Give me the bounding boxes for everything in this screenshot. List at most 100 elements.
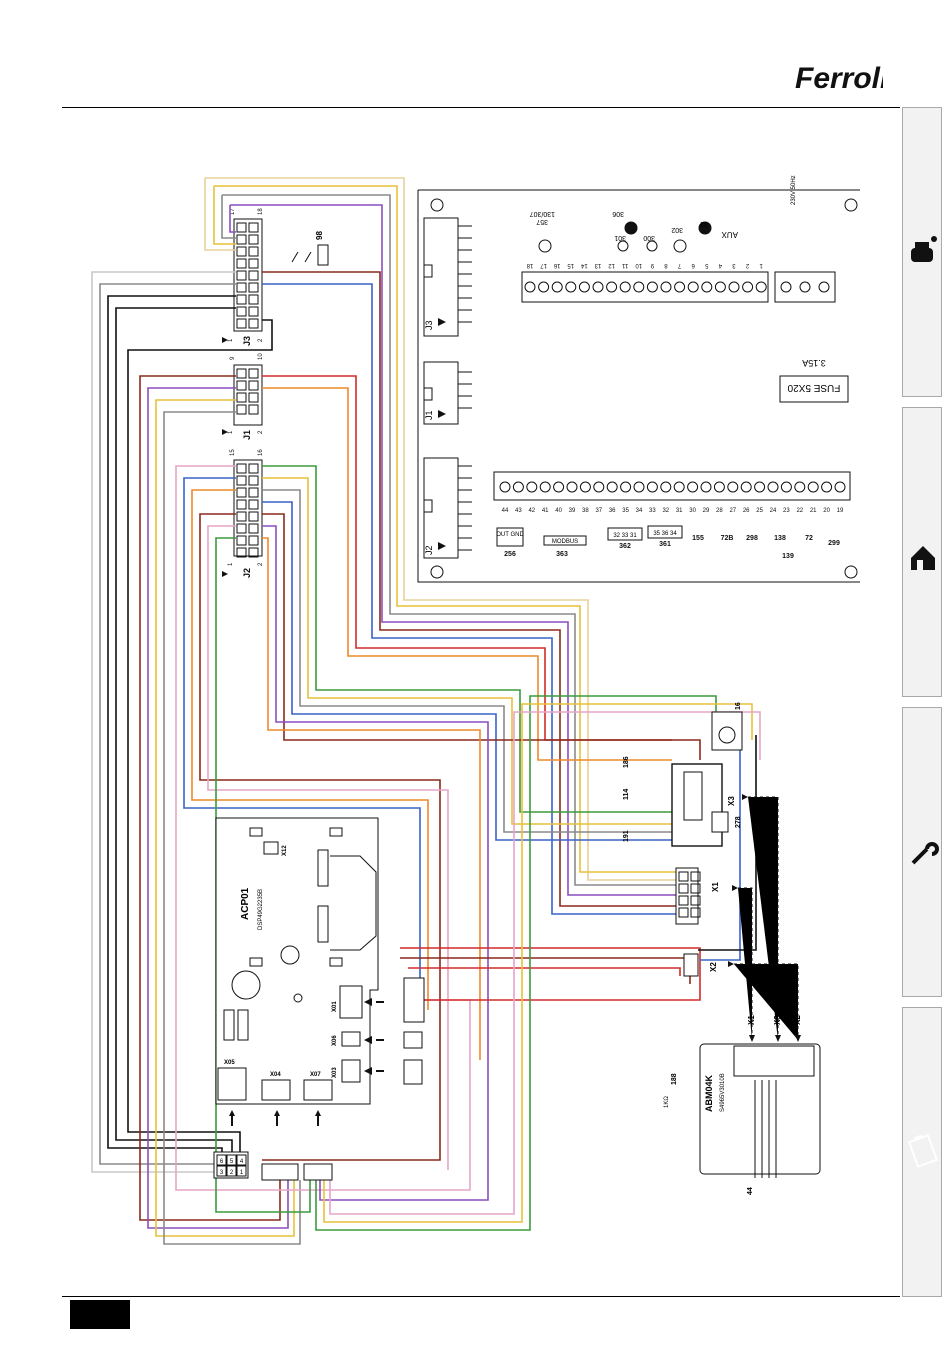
wire-yellow (155, 399, 295, 1237)
x3-label: X3 (727, 796, 736, 806)
wire-black (107, 295, 236, 1154)
j1-pins-pin (248, 392, 259, 403)
page-number-block (70, 1300, 130, 1329)
footer-rule (62, 1296, 900, 1297)
x1-pins-pin (690, 895, 701, 906)
terminal-top-4-label: 4 (718, 262, 722, 268)
acp01-code-label: DSP49G2235B (258, 889, 264, 930)
j3-pins-pin (236, 282, 247, 293)
header-rule (62, 107, 900, 108)
tab-installation-section[interactable] (902, 407, 942, 697)
j2-pins-pin (236, 499, 247, 510)
terminal-bottom-37 (593, 481, 605, 493)
wire-beige (204, 177, 680, 881)
wire-grey (221, 194, 680, 886)
terminal-top-3-label: 3 (732, 262, 736, 268)
j1-pins-pin (236, 392, 247, 403)
conn6-cell-4 (236, 1154, 247, 1166)
terminal-bottom-21-label: 21 (810, 508, 817, 514)
wire-green (262, 465, 672, 813)
comp-301-label: 301 (614, 234, 626, 241)
terminal-bottom-20-label: 20 (823, 508, 830, 514)
code-72-label: 72 (805, 535, 813, 542)
terminal-top-10 (633, 281, 645, 293)
terminal-bottom-30 (687, 481, 699, 493)
j3-pins-pin (236, 318, 247, 329)
j1-pins-pin (236, 368, 247, 379)
comp-278-label: 278 (735, 816, 742, 828)
out-gnd-label: OUT GND (496, 532, 524, 538)
j2-pin1-label: 1 (228, 562, 234, 566)
terminal-bottom-26-label: 26 (743, 508, 750, 514)
terminal-bottom-22-label: 22 (796, 508, 803, 514)
j2-pins-pin (236, 523, 247, 534)
terminal-top-6 (687, 281, 699, 293)
tab-user-section[interactable] (902, 107, 942, 397)
conn6-cell-6-label: 6 (220, 1159, 224, 1165)
term-361-label: 35 36 34 (653, 531, 677, 537)
j3-pins-pin (248, 306, 259, 317)
terminal-bottom-40-label: 40 (555, 508, 562, 514)
board-j3-label: J3 (424, 320, 434, 330)
terminal-bottom-27 (727, 481, 739, 493)
j3-pin2-label: 2 (258, 338, 264, 342)
j3-pins-pin (248, 222, 259, 233)
boiler-icon (911, 236, 937, 262)
wire-lightgrey (91, 271, 236, 1173)
wire-green (215, 537, 311, 1213)
abm04k-code-label: S4965V3010B (720, 1073, 726, 1112)
supply-label: 230V 50Hz (791, 175, 797, 205)
terminal-top-14 (578, 281, 590, 293)
wire-brown (199, 513, 441, 1161)
terminal-bottom-25-label: 25 (756, 508, 763, 514)
terminal-bottom-40 (553, 481, 565, 493)
comp-114-label: 114 (623, 789, 630, 800)
wire-red (400, 947, 701, 1001)
wire-yellow (213, 185, 680, 873)
wire-orange (191, 489, 429, 1010)
j3-pin18-label: 18 (258, 208, 264, 215)
terminal-bottom-26 (740, 481, 752, 493)
terminal-top-12 (606, 281, 618, 293)
comp-44-label: 44 (747, 1187, 754, 1195)
terminal-bottom-29-label: 29 (703, 508, 710, 514)
j2-pin2-label: 2 (258, 562, 264, 566)
j3-pins-pin (248, 294, 259, 305)
section-sidebar (902, 107, 942, 1297)
terminal-bottom-43 (512, 481, 524, 493)
terminal-top-7 (674, 281, 686, 293)
terminal-bottom-34-label: 34 (636, 508, 643, 514)
wire-brown (139, 375, 281, 1221)
right-components: 16 186 114 191 278 X3 X1 X2 X1 X3 X2 (623, 702, 802, 1042)
j3-pins-pin (236, 222, 247, 233)
terminal-top-18 (524, 281, 536, 293)
code-256-label: 256 (504, 551, 516, 558)
j3-pin17-label: 17 (230, 208, 236, 215)
j3-pins-pin (248, 246, 259, 257)
comp-302-label: 302 (671, 226, 683, 233)
wire-brown (262, 271, 680, 907)
x1-pins-pin (690, 871, 701, 882)
j2-pins-pin (236, 511, 247, 522)
code-139-label: 139 (782, 553, 794, 560)
code-138-label: 138 (774, 535, 786, 542)
tab-technical-data-section[interactable] (902, 1007, 942, 1297)
wire-orange (262, 537, 481, 1060)
house-icon (911, 546, 935, 570)
terminal-bottom-24-label: 24 (770, 508, 777, 514)
terminal-top-11-label: 11 (621, 262, 628, 268)
wire-brown (262, 513, 701, 760)
comp-188-label: 188 (671, 1073, 678, 1085)
terminal-bottom-25 (754, 481, 766, 493)
wire-green (315, 695, 717, 1231)
terminal-bottom-28-label: 28 (716, 508, 723, 514)
wire-pink (329, 711, 761, 1215)
wire-orange (262, 387, 672, 761)
j2-pins-pin (236, 547, 247, 558)
harness-connectors: 17 18 1 2 9 10 1 2 15 16 1 2 J3 J1 J2 98 (222, 208, 329, 578)
j1-pins-pin (236, 404, 247, 415)
tab-service-section[interactable] (902, 707, 942, 997)
wire-yellow (323, 703, 753, 1223)
